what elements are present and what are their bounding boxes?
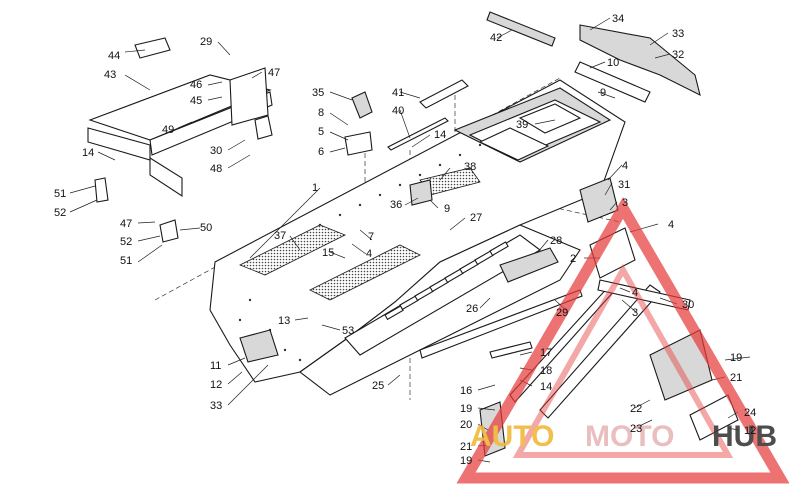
callout-15: 15 <box>322 247 334 259</box>
callout-47: 47 <box>268 67 280 79</box>
callout-52b: 52 <box>120 236 132 248</box>
callout-19c: 19 <box>730 352 742 364</box>
callout-27: 27 <box>470 212 482 224</box>
mat-running-board <box>309 244 421 301</box>
callout-30: 30 <box>210 145 222 157</box>
callout-52: 52 <box>54 207 66 219</box>
callout-24: 24 <box>744 407 756 419</box>
callout-12: 12 <box>210 379 222 391</box>
callout-14b: 14 <box>434 129 446 141</box>
watermark-auto: AUTO <box>470 420 554 453</box>
callout-7: 7 <box>368 231 374 243</box>
callout-17: 17 <box>540 347 552 359</box>
callout-26: 26 <box>466 303 478 315</box>
callout-6: 6 <box>318 146 324 158</box>
callout-35: 35 <box>312 87 324 99</box>
rear-frame <box>509 279 739 441</box>
part-36 <box>409 179 433 206</box>
part-41 <box>419 79 469 109</box>
snow-flap <box>574 24 701 103</box>
callout-44: 44 <box>108 50 120 62</box>
callout-31: 31 <box>618 179 630 191</box>
callout-3: 3 <box>622 197 628 209</box>
callout-14: 14 <box>82 147 94 159</box>
callout-46: 46 <box>190 79 202 91</box>
rear-skid <box>419 247 583 359</box>
callout-20: 20 <box>460 419 472 431</box>
callout-49: 49 <box>162 124 174 136</box>
callout-28: 28 <box>550 235 562 247</box>
callout-41: 41 <box>392 87 404 99</box>
callout-4c: 4 <box>668 219 674 231</box>
callout-36: 36 <box>390 199 402 211</box>
callout-34: 34 <box>612 13 624 25</box>
callout-33b: 33 <box>210 400 222 412</box>
callout-9: 9 <box>444 203 450 215</box>
callout-43: 43 <box>104 69 116 81</box>
callout-45: 45 <box>190 95 202 107</box>
callout-37: 37 <box>274 230 286 242</box>
callout-39: 39 <box>516 119 528 131</box>
callout-22: 22 <box>630 403 642 415</box>
callout-16: 16 <box>460 385 472 397</box>
callout-1: 1 <box>312 182 318 194</box>
callout-30b: 30 <box>682 299 694 311</box>
callout-labels: 44 29 43 47 46 45 49 30 48 14 51 52 47 5… <box>54 13 756 467</box>
part-17 <box>489 341 533 359</box>
callout-53: 53 <box>342 325 354 337</box>
callout-21b: 21 <box>730 372 742 384</box>
callout-21: 21 <box>460 441 472 453</box>
callout-32: 32 <box>672 49 684 61</box>
callout-38: 38 <box>464 161 476 173</box>
part-11 <box>239 329 279 363</box>
callout-29b: 29 <box>556 307 568 319</box>
callout-25: 25 <box>372 380 384 392</box>
callout-42: 42 <box>490 32 502 44</box>
callout-2: 2 <box>570 253 576 265</box>
part-40 <box>387 117 449 151</box>
callout-3b: 3 <box>632 307 638 319</box>
callout-4: 4 <box>366 248 372 260</box>
callout-48: 48 <box>210 163 222 175</box>
callout-51b: 51 <box>120 255 132 267</box>
callout-19: 19 <box>460 403 472 415</box>
callout-13: 13 <box>278 315 290 327</box>
callout-12b: 12 <box>744 425 756 437</box>
callout-4b: 4 <box>622 160 628 172</box>
watermark-logo: AUTO MOTO HUB <box>456 197 790 484</box>
callout-33: 33 <box>672 28 684 40</box>
callout-19b: 19 <box>460 455 472 467</box>
part-42 <box>486 11 556 47</box>
callout-9b: 9 <box>600 87 606 99</box>
part-35 <box>351 91 373 119</box>
callout-8: 8 <box>318 107 324 119</box>
callout-40: 40 <box>392 105 404 117</box>
callout-29: 29 <box>200 36 212 48</box>
callout-23: 23 <box>630 423 642 435</box>
front-bumper <box>87 37 273 243</box>
callout-14c: 14 <box>540 381 552 393</box>
part-6 <box>344 131 373 156</box>
callout-11: 11 <box>210 360 221 372</box>
callout-18: 18 <box>540 365 552 377</box>
callout-51: 51 <box>54 188 66 200</box>
callout-47b: 47 <box>120 218 132 230</box>
callout-10: 10 <box>607 57 619 69</box>
pad-37 <box>239 224 346 276</box>
watermark-moto: MOTO <box>585 420 674 453</box>
callout-50: 50 <box>200 222 212 234</box>
callout-4d: 4 <box>632 287 638 299</box>
callout-5: 5 <box>318 126 324 138</box>
watermark-hub: HUB <box>712 420 777 453</box>
